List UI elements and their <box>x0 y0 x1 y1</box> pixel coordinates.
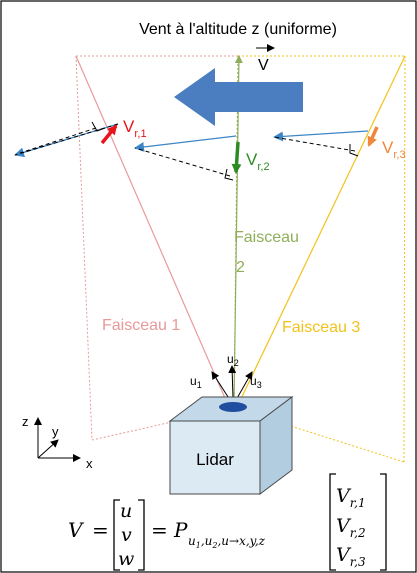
radial-velocity-1-arrow <box>100 124 118 145</box>
eq-bracket-right-2 <box>380 473 387 571</box>
eq-vr3: Vr,3 <box>336 544 366 569</box>
right-angle-mark-3 <box>349 144 359 157</box>
eq-bracket-left-1 <box>113 499 120 571</box>
y-axis-label: y <box>52 424 59 439</box>
radial-velocity-3-arrow <box>367 126 379 147</box>
wind-arrow-beam-3 <box>273 130 369 142</box>
beam-3-line <box>237 55 406 406</box>
beam-2-label-line2: 2 <box>236 259 245 276</box>
eq-operator-subscript: u1,u2,u→x,y,z <box>188 534 266 550</box>
wind-arrow-beam-2 <box>134 135 237 152</box>
x-axis-label: x <box>86 456 93 471</box>
u1-arrow <box>211 371 231 401</box>
vr3-label: Vr,3 <box>382 138 406 161</box>
lidar-label: Lidar <box>196 450 234 469</box>
eq-w: w <box>118 548 134 570</box>
radial-velocity-2-arrow <box>231 141 242 174</box>
lidar-device <box>168 396 294 495</box>
u1-label: u1 <box>190 374 202 390</box>
z-axis-label: z <box>22 414 29 429</box>
eq-bracket-left-2 <box>329 473 336 571</box>
proj-dashed-1 <box>19 127 97 154</box>
eq-equals-2: = <box>151 518 168 542</box>
eq-v: v <box>121 524 132 546</box>
projection-lines <box>14 121 359 181</box>
eq-vr1: Vr,1 <box>336 485 366 510</box>
u3-label: u3 <box>250 374 262 390</box>
lidar-beams <box>75 55 406 406</box>
beam-2-label: Faisceau <box>234 229 299 246</box>
u3-arrow <box>235 371 253 401</box>
proj-dashed-2 <box>134 147 231 177</box>
beam-2-line <box>233 55 243 405</box>
eq-lhs: V <box>68 518 85 542</box>
right-angle-mark-1 <box>91 121 106 132</box>
u2-label: u2 <box>227 352 239 368</box>
wind-direction-arrow-icon <box>174 68 303 126</box>
u2-arrow <box>228 365 237 399</box>
eq-equals: = <box>92 518 109 542</box>
eq-bracket-right-1 <box>138 499 145 571</box>
right-angle-mark-2 <box>224 168 234 181</box>
eq-u: u <box>120 500 132 522</box>
beam-1-line <box>75 55 229 406</box>
vr1-label: Vr,1 <box>123 117 147 140</box>
y-axis-arrow <box>37 439 59 459</box>
unit-vectors <box>211 365 253 401</box>
coordinate-axes <box>34 417 81 462</box>
beam-3-label: Faisceau 3 <box>282 319 360 336</box>
eq-operator: P <box>173 518 188 542</box>
cone-left-edge <box>75 55 93 441</box>
diagram-title: Vent à l'altitude z (uniforme) <box>139 21 337 38</box>
wind-vector-label: V <box>258 57 269 74</box>
lidar-aperture-icon <box>219 402 247 412</box>
equation: V = u v w = P u1,u2,u→x,y,z Vr,1 Vr,2 Vr… <box>68 473 387 571</box>
lidar-front-face <box>169 420 261 495</box>
beam-1-label: Faisceau 1 <box>102 317 180 334</box>
eq-vr2: Vr,2 <box>336 515 366 540</box>
vr2-label: Vr,2 <box>246 150 270 173</box>
